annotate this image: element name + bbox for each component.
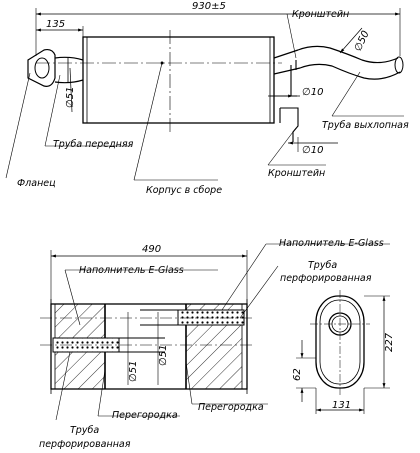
dim-outlet-diameter: ∅50 (353, 29, 372, 53)
outlet-pipe (273, 45, 404, 80)
dim-section-diameter-2: ∅51 (158, 345, 169, 366)
label-baffle-right: Перегородка (198, 402, 264, 413)
label-perf-pipe-left-2: перфорированная (39, 439, 131, 450)
dim-bracket-2: ∅10 (302, 145, 323, 156)
label-bracket-top: Кронштейн (292, 9, 349, 20)
front-pipe (54, 56, 84, 84)
dim-section-length: 490 (142, 244, 161, 255)
dim-section-diameter-1: ∅51 (128, 361, 139, 382)
label-bracket-bottom: Кронштейн (268, 168, 325, 179)
dim-front-offset: 135 (46, 19, 65, 30)
dim-inlet-diameter: ∅51 (65, 87, 76, 108)
label-perf-pipe-right-2: перфорированная (280, 273, 372, 284)
dim-end-offset: 62 (292, 368, 303, 381)
label-perf-pipe-right-1: Труба (308, 260, 337, 271)
bracket-bottom (279, 107, 299, 142)
dim-bracket-1: ∅10 (302, 87, 323, 98)
flange (27, 48, 56, 87)
label-front-pipe: Труба передняя (53, 139, 134, 150)
dim-end-height: 227 (384, 332, 395, 352)
label-baffle-left: Перегородка (112, 410, 178, 421)
label-outlet-pipe: Труба выхлопная (322, 120, 409, 131)
top-view: 930±5 135 ∅50 ∅51 ∅10 ∅10 Кронштейн Крон… (5, 1, 409, 196)
label-perf-pipe-left-1: Труба (70, 425, 99, 436)
label-body: Корпус в сборе (146, 185, 222, 196)
label-flange: Фланец (17, 178, 56, 189)
dim-end-width: 131 (332, 400, 351, 411)
muffler-body (82, 36, 275, 124)
label-filler-right: Наполнитель E-Glass (279, 238, 384, 249)
section-view: 490 ∅51 ∅51 Наполнитель E-Glass Наполнит… (39, 238, 390, 450)
end-view: 227 131 62 (292, 290, 395, 414)
label-filler-left: Наполнитель E-Glass (79, 265, 184, 276)
dim-total-length: 930±5 (192, 1, 226, 12)
